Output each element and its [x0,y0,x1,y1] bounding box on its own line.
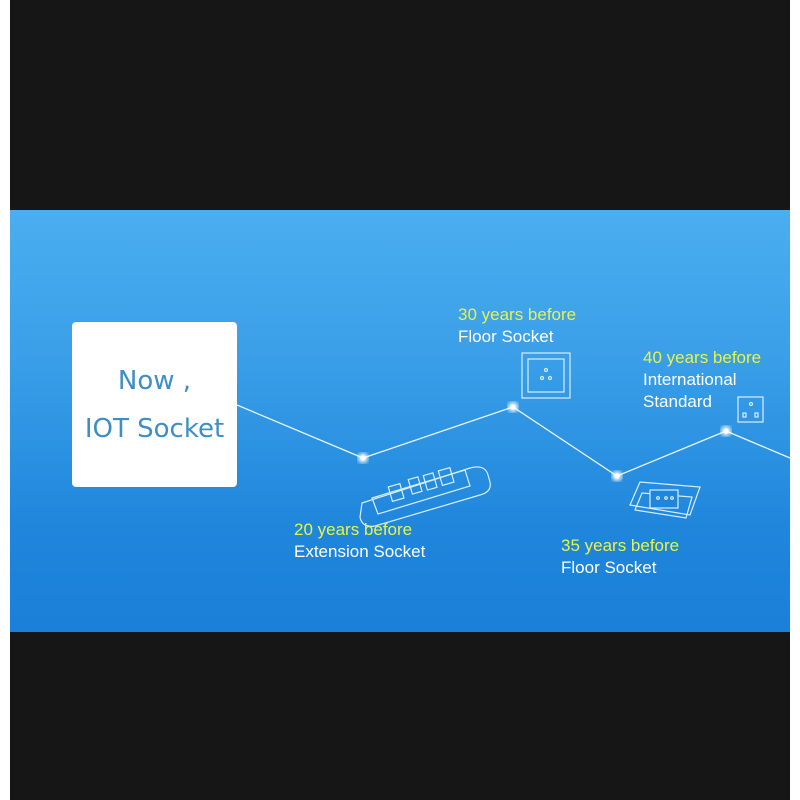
timeline-graphic [236,352,790,527]
milestone-years: 20 years before [294,520,413,539]
milestone-name: Floor Socket [561,558,657,577]
timeline-banner: Now , IOT Socket 20 years before Extensi… [10,210,790,632]
milestone-40-years: 40 years before International Standard [643,347,761,413]
wall-socket-icon [521,352,571,399]
milestone-30-years: 30 years before Floor Socket [458,304,576,348]
milestone-years: 40 years before [643,348,762,367]
floor-socket-icon [629,481,701,519]
iot-socket-label: IOT Socket [84,413,225,444]
milestone-name: Extension Socket [294,542,426,561]
milestone-name: Floor Socket [458,327,554,346]
milestone-35-years: 35 years before Floor Socket [561,535,679,579]
now-label: Now , [117,365,192,396]
extension-socket-icon [359,466,491,527]
milestone-20-years: 20 years before Extension Socket [294,519,425,563]
international-socket-icon [737,396,764,423]
now-iot-socket-card: Now , IOT Socket [72,322,237,487]
milestone-name-line1: International [643,370,737,389]
timeline-nodes [358,402,731,481]
milestone-name-line2: Standard [643,392,712,411]
milestone-years: 35 years before [561,536,680,555]
milestone-years: 30 years before [458,305,577,324]
timeline-line [236,404,790,477]
